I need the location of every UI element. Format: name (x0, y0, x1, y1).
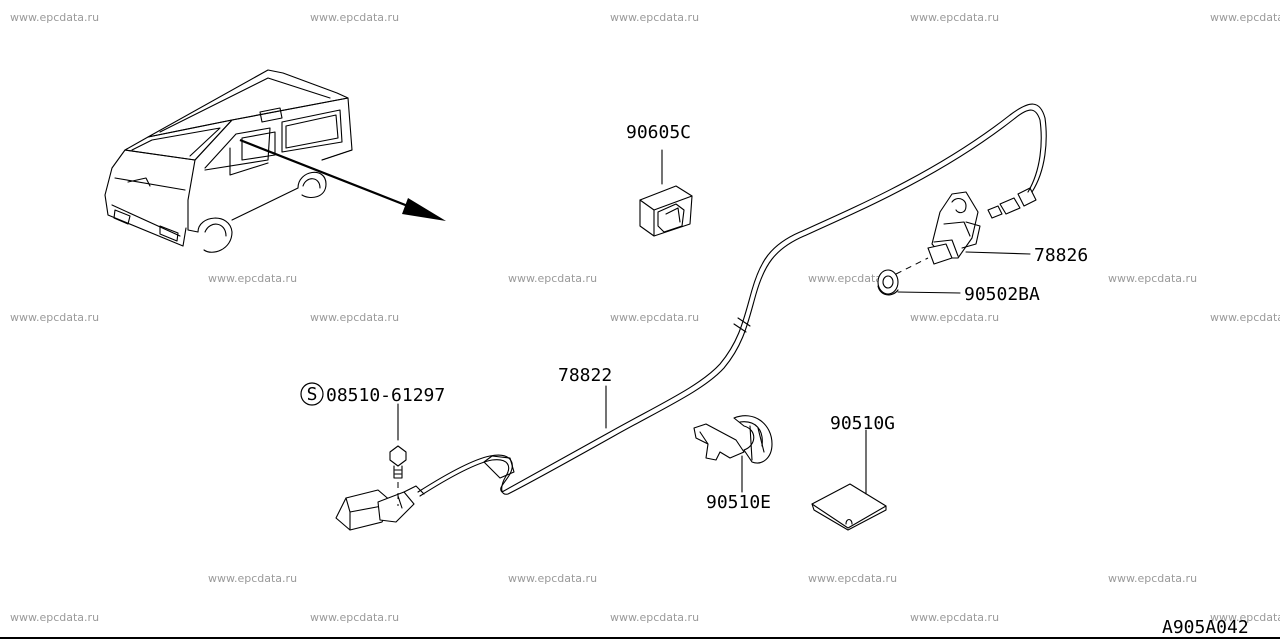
bolt-part-number: 08510-61297 (326, 385, 445, 406)
watermark-grid: www.epcdata.ru www.epcdata.ru www.epcdat… (10, 11, 1280, 624)
opener-lever (335, 485, 425, 531)
van-illustration (104, 69, 353, 253)
watermark: www.epcdata.ru (610, 311, 699, 324)
watermark: www.epcdata.ru (1210, 611, 1280, 624)
clip-90605c (639, 149, 693, 237)
watermark: www.epcdata.ru (1210, 11, 1280, 24)
watermark: www.epcdata.ru (910, 311, 999, 324)
clip-90605c-part-number: 90605C (626, 122, 691, 143)
fuel-lid-cable-part-number: 78822 (558, 365, 612, 386)
diagram-reference: A905A042 (1162, 617, 1249, 638)
watermark: www.epcdata.ru (1108, 572, 1197, 585)
watermark: www.epcdata.ru (310, 311, 399, 324)
clip-90510e (693, 415, 773, 493)
location-arrow (239, 138, 446, 221)
watermark: www.epcdata.ru (208, 272, 297, 285)
bolt (389, 403, 407, 506)
watermark: www.epcdata.ru (10, 311, 99, 324)
watermark: www.epcdata.ru (508, 272, 597, 285)
bolt-symbol: S (307, 384, 318, 405)
bolt-label: S 08510-61297 (300, 382, 445, 406)
lid-opener-bracket (895, 191, 1031, 275)
grommet (877, 269, 961, 296)
watermark: www.epcdata.ru (808, 272, 897, 285)
watermark: www.epcdata.ru (208, 572, 297, 585)
clip-90510e-part-number: 90510E (706, 492, 771, 513)
fuel-lid-cable (417, 103, 1047, 497)
watermark: www.epcdata.ru (10, 11, 99, 24)
watermark: www.epcdata.ru (1210, 311, 1280, 324)
watermark: www.epcdata.ru (610, 11, 699, 24)
watermark: www.epcdata.ru (1108, 272, 1197, 285)
watermark: www.epcdata.ru (910, 11, 999, 24)
watermark: www.epcdata.ru (610, 611, 699, 624)
watermark: www.epcdata.ru (10, 611, 99, 624)
watermark: www.epcdata.ru (808, 572, 897, 585)
watermark: www.epcdata.ru (910, 611, 999, 624)
watermark: www.epcdata.ru (310, 611, 399, 624)
pad-90510g-part-number: 90510G (830, 413, 895, 434)
lid-opener-bracket-part-number: 78826 (1034, 245, 1088, 266)
watermark: www.epcdata.ru (310, 11, 399, 24)
pad-90510g (811, 429, 887, 531)
watermark: www.epcdata.ru (508, 572, 597, 585)
grommet-part-number: 90502BA (964, 284, 1040, 305)
